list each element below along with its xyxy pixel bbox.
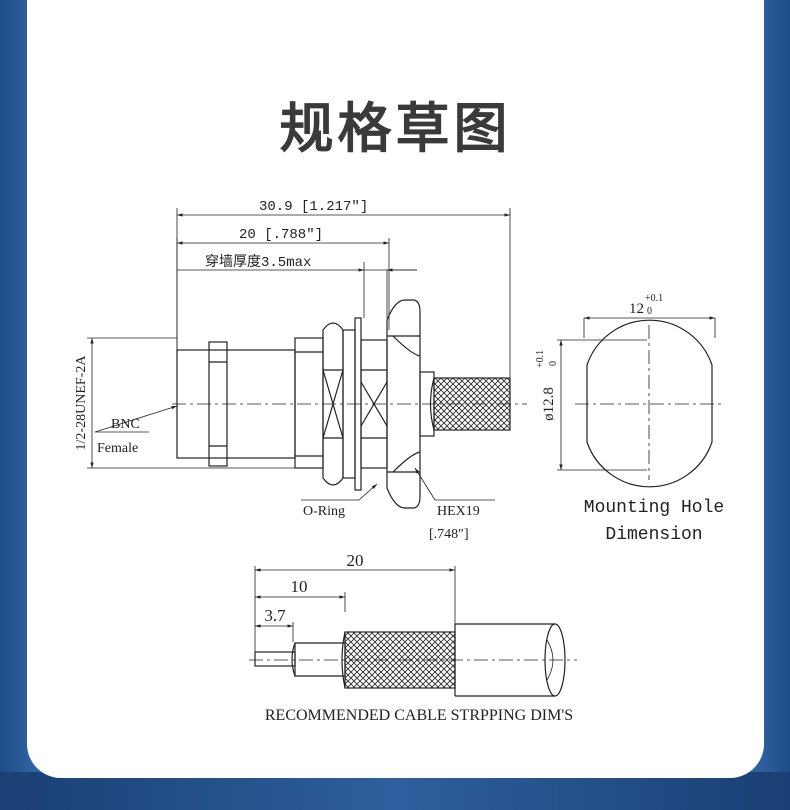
hole-width-tol-lower: 0 bbox=[647, 306, 652, 317]
dim-body-label: 20 [.788″] bbox=[239, 227, 323, 243]
hole-width-base: 12 bbox=[629, 301, 644, 317]
dim-overall-label: 30.9 [1.217″] bbox=[259, 199, 368, 215]
cable-center-conductor bbox=[254, 651, 296, 667]
hex-flange bbox=[386, 299, 421, 509]
d-hole-outline bbox=[586, 319, 713, 488]
mounting-caption-line1: Mounting Hole bbox=[584, 498, 724, 518]
dim-20-label: 20 bbox=[347, 551, 364, 570]
mounting-hole-drawing bbox=[557, 316, 725, 488]
spec-drawing: 30.9 [1.217″] 20 [.788″] 穿墙厚度3.5max 1/2-… bbox=[74, 199, 725, 724]
dim-10-label: 10 bbox=[291, 577, 308, 596]
dim-panel-label: 穿墙厚度3.5max bbox=[205, 254, 311, 271]
hex-label: HEX19 bbox=[437, 504, 480, 519]
page-title: 规格草图 bbox=[279, 97, 512, 160]
cable-drawing bbox=[249, 566, 577, 697]
hole-diameter-label: ø12.8 bbox=[541, 387, 557, 421]
bottom-band bbox=[0, 772, 790, 810]
mounting-caption-line2: Dimension bbox=[605, 525, 702, 545]
spec-card: 规格草图 bbox=[27, 0, 764, 778]
bnc-label: BNC bbox=[111, 417, 140, 432]
cable-caption: RECOMMENDED CABLE STRPPING DIM'S bbox=[265, 707, 573, 724]
hole-diameter-tol-upper: +0.1 bbox=[535, 350, 546, 368]
connector-drawing bbox=[87, 208, 527, 509]
female-label: Female bbox=[97, 441, 138, 456]
hole-width-tol-upper: +0.1 bbox=[645, 293, 663, 304]
threaded-body bbox=[294, 337, 324, 469]
hole-diameter-tol-lower: 0 bbox=[548, 361, 559, 366]
hex-inch-label: [.748″] bbox=[429, 527, 469, 542]
oring-label: O-Ring bbox=[303, 504, 345, 519]
dim-3-7-label: 3.7 bbox=[264, 606, 286, 625]
cable-dielectric bbox=[294, 642, 346, 677]
thread-label: 1/2-28UNEF-2A bbox=[74, 355, 89, 451]
